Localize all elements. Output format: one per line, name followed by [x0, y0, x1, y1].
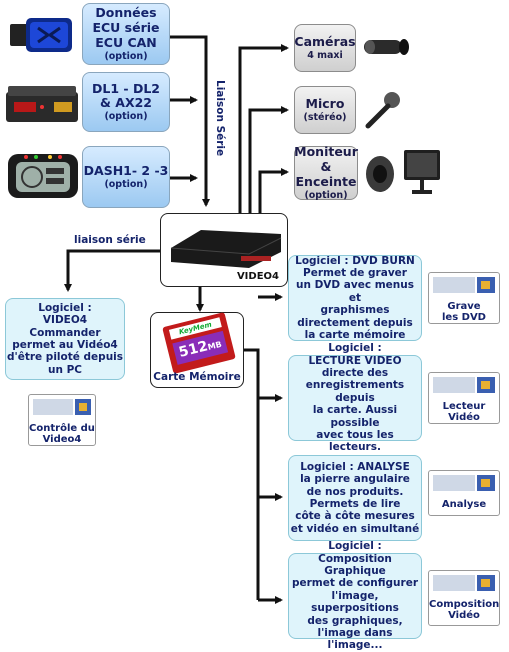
monitor-speaker-icon — [364, 144, 444, 200]
ecu-line2: ECU série — [92, 21, 159, 36]
carte-memoire-label: Carte Mémoire — [151, 371, 243, 383]
dash-box: DASH1- 2 -3 (option) — [82, 146, 170, 208]
lecture-line: enregistrements depuis — [289, 379, 421, 404]
liaison-serie-vertical: Liaison Série — [212, 80, 226, 160]
analyse-line: de nos produits. — [307, 486, 404, 498]
carte-memoire-box: KeyMem 512MB Carte Mémoire — [150, 312, 244, 388]
ecu-device-image — [8, 14, 74, 56]
software-screenshot-icon — [29, 395, 96, 419]
dl-option: (option) — [104, 111, 147, 122]
composition-caption2: Vidéo — [429, 610, 499, 621]
line-commander — [68, 251, 160, 290]
composition-thumbnail: Composition Vidéo — [428, 570, 500, 626]
lecture-line: avec tous les lecteurs. — [289, 429, 421, 454]
lecture-line: directe des — [322, 367, 388, 379]
video4-label: VIDEO4 — [237, 271, 279, 282]
dl-line2: & AX22 — [100, 96, 152, 111]
software-screenshot-icon — [429, 273, 500, 297]
composition-caption1: Composition — [429, 599, 499, 610]
composition-line: l'image, superpositions — [289, 590, 421, 615]
analyse-caption1: Analyse — [429, 499, 499, 510]
line-micro — [250, 110, 287, 213]
dl-device-image — [4, 80, 80, 126]
dvd-burn-line: Permet de graver — [303, 267, 407, 279]
cameras-box: Caméras 4 maxi — [294, 24, 356, 72]
analyse-line: côte à côte mesures — [295, 510, 415, 522]
lecture-title: Logiciel : — [328, 342, 381, 354]
cameras-sub: 4 maxi — [307, 50, 343, 61]
lecteur-thumbnail: Lecteur Vidéo — [428, 372, 500, 424]
composition-box: Logiciel : Composition Graphique permet … — [288, 553, 422, 639]
dvd-thumbnail: Grave les DVD — [428, 272, 500, 324]
lecture-title2: LECTURE VIDEO — [308, 355, 401, 367]
commander-l2: VIDEO4 Commander — [6, 314, 124, 339]
line-cameras — [240, 48, 287, 213]
moniteur-line1: Moniteur — [294, 145, 358, 160]
composition-title2: Composition Graphique — [289, 553, 421, 578]
software-screenshot-icon — [429, 471, 500, 495]
commander-l4: d'être piloté depuis — [7, 351, 123, 363]
commander-l3: permet au Vidéo4 — [12, 339, 117, 351]
video4-device-image — [161, 216, 289, 276]
sd-card-unit: MB — [207, 340, 223, 352]
composition-line: permet de configurer — [292, 577, 418, 589]
liaison-serie-vertical-text: Liaison Série — [214, 80, 226, 160]
controle-l1: Contrôle du — [29, 423, 95, 434]
lecteur-caption2: Vidéo — [429, 412, 499, 423]
controle-l2: Video4 — [29, 434, 95, 445]
dash-option: (option) — [104, 179, 147, 190]
dvd-burn-line: un DVD avec menus et — [289, 279, 421, 304]
dvd-caption1: Grave — [429, 301, 499, 312]
microphone-icon — [362, 90, 402, 130]
dvd-burn-box: Logiciel : DVD BURN Permet de graver un … — [288, 255, 422, 341]
dash-device-image — [6, 148, 80, 202]
analyse-thumbnail: Analyse — [428, 470, 500, 516]
moniteur-line2: & Enceinte — [295, 160, 357, 190]
micro-title: Micro — [306, 97, 345, 112]
commander-l1: Logiciel : — [38, 302, 91, 314]
controle-thumbnail: Contrôle du Video4 — [28, 394, 96, 446]
dvd-burn-line: graphismes — [321, 304, 390, 316]
software-screenshot-icon — [429, 373, 500, 397]
composition-title: Logiciel : — [328, 540, 381, 552]
moniteur-box: Moniteur & Enceinte (option) — [294, 146, 358, 200]
ecu-option: (option) — [104, 51, 147, 62]
line-moniteur — [260, 172, 287, 213]
ecu-line3: ECU CAN — [95, 36, 157, 51]
dvd-burn-line: directement depuis — [297, 317, 412, 329]
sd-card-size: 512 — [177, 338, 209, 361]
lecture-video-box: Logiciel : LECTURE VIDEO directe des enr… — [288, 355, 422, 441]
composition-line: des graphiques, — [307, 615, 402, 627]
software-screenshot-icon — [429, 571, 500, 595]
analyse-line: Permets de lire — [310, 498, 401, 510]
micro-box: Micro (stéréo) — [294, 86, 356, 134]
ecu-line1: Données — [95, 6, 156, 21]
analyse-title: Logiciel : ANALYSE — [300, 461, 410, 473]
dl-box: DL1 - DL2 & AX22 (option) — [82, 72, 170, 132]
dash-line1: DASH1- 2 -3 — [84, 164, 169, 179]
analyse-box: Logiciel : ANALYSE la pierre angulaire d… — [288, 455, 422, 541]
commander-box: Logiciel : VIDEO4 Commander permet au Vi… — [5, 298, 125, 380]
analyse-line: la pierre angulaire — [300, 473, 410, 485]
cameras-title: Caméras — [294, 35, 355, 50]
lecture-line: la carte. Aussi possible — [289, 404, 421, 429]
micro-sub: (stéréo) — [304, 112, 347, 123]
dl-line1: DL1 - DL2 — [92, 82, 160, 97]
lecteur-caption1: Lecteur — [429, 401, 499, 412]
composition-line: l'image dans l'image... — [289, 627, 421, 652]
dvd-burn-line: la carte mémoire — [305, 329, 406, 341]
line-ecu — [170, 37, 206, 205]
dvd-burn-title: Logiciel : DVD BURN — [295, 255, 415, 267]
dvd-caption2: les DVD — [429, 312, 499, 323]
analyse-line: et vidéo en simultané — [291, 523, 420, 535]
camera-icon — [362, 34, 410, 60]
video4-box: VIDEO4 — [160, 213, 288, 287]
sd-card-image: KeyMem 512MB — [162, 312, 236, 374]
liaison-serie-label: liaison série — [74, 234, 146, 246]
commander-l5: un PC — [48, 364, 82, 376]
moniteur-option: (option) — [304, 190, 347, 201]
ecu-box: Données ECU série ECU CAN (option) — [82, 3, 170, 65]
